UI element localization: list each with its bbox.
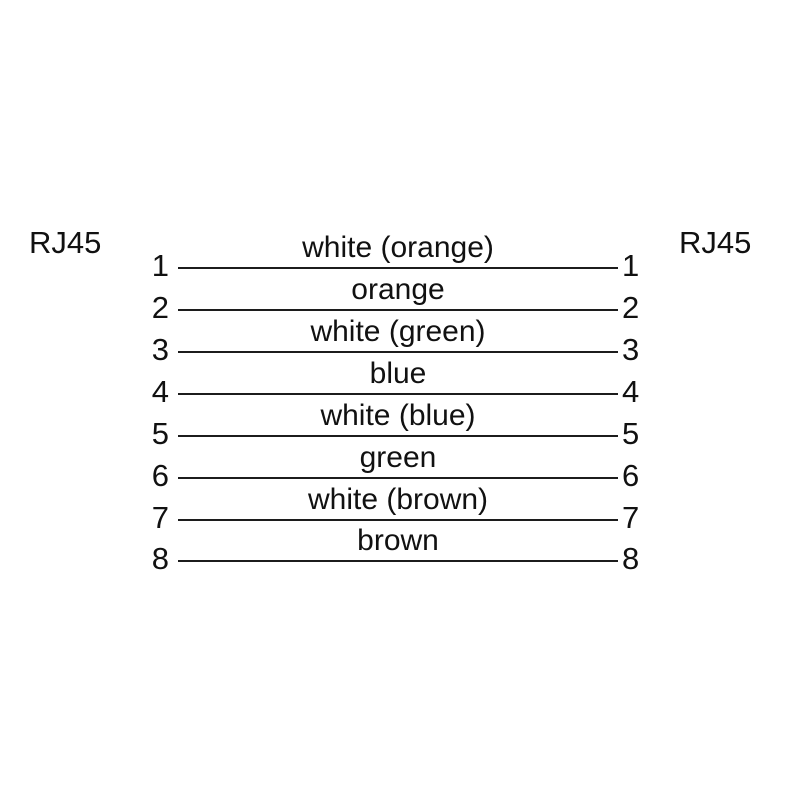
- pin-number-right: 3: [622, 332, 640, 367]
- wire-color-label: brown: [357, 524, 439, 557]
- wire-line: [178, 351, 618, 353]
- wire-line: [178, 435, 618, 437]
- wire-line: [178, 393, 618, 395]
- pin-number-right: 1: [622, 248, 640, 283]
- pin-number-left: 7: [151, 500, 169, 535]
- wire-line: [178, 519, 618, 521]
- wire-line: [178, 309, 618, 311]
- wire-color-label: white (orange): [302, 231, 494, 264]
- wire-color-label: orange: [351, 273, 445, 306]
- pin-number-left: 3: [151, 332, 169, 367]
- pin-number-left: 8: [151, 541, 169, 576]
- pin-number-left: 4: [151, 374, 169, 409]
- pin-number-right: 5: [622, 416, 640, 451]
- pin-number-right: 2: [622, 290, 640, 325]
- pin-number-left: 6: [151, 458, 169, 493]
- pin-number-right: 7: [622, 500, 640, 535]
- wire-color-label: white (blue): [320, 399, 476, 432]
- wire-color-label: white (green): [310, 315, 486, 348]
- wire-line: [178, 267, 618, 269]
- wire-line: [178, 477, 618, 479]
- wire-color-label: white (brown): [307, 483, 489, 516]
- pin-number-left: 5: [151, 416, 169, 451]
- pin-number-right: 8: [622, 541, 640, 576]
- wire-line: [178, 560, 618, 562]
- connector-label-right: RJ45: [679, 225, 752, 260]
- pin-number-left: 1: [151, 248, 169, 283]
- pin-number-right: 6: [622, 458, 640, 493]
- wire-color-label: blue: [369, 357, 427, 390]
- connector-label-left: RJ45: [29, 225, 102, 260]
- wire-color-label: green: [359, 441, 437, 474]
- pin-number-left: 2: [151, 290, 169, 325]
- pin-number-right: 4: [622, 374, 640, 409]
